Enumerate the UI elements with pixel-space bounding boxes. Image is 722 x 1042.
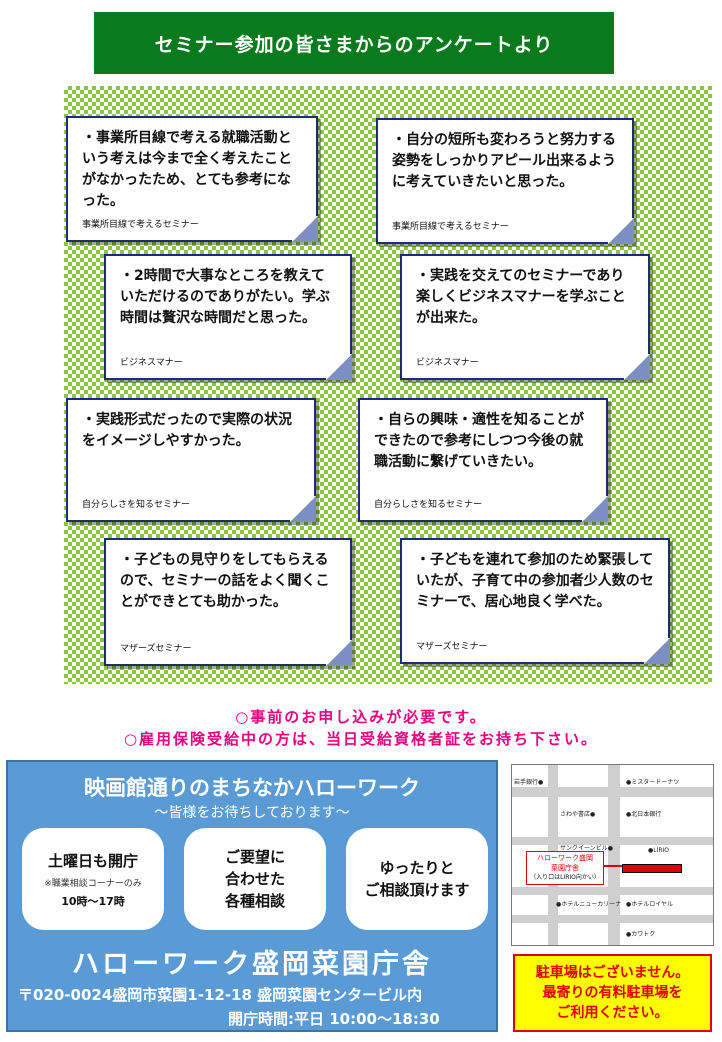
map-label: ●LIRIO [648,847,670,854]
office-hours: 開庁時間:平日 10:00～18:30 [228,1010,440,1028]
feature-relaxed: ゆったりと ご相談頂けます [346,828,488,930]
map-pointer-arrow [604,865,622,867]
survey-note: ・子どもの見守りをしてもらえるので、セミナーの話をよく聞くことができとても助かっ… [104,538,352,666]
panel-subtitle: ～皆様をお待ちしております～ [154,805,350,821]
feature-relaxed-line1: ゆったりと [379,859,455,877]
map-label: 岩手銀行● [514,779,544,786]
callout-line2: 菜園庁舎 [551,864,579,872]
page-curl-icon [624,354,650,380]
note-caption: マザーズセミナー [416,642,488,652]
map-label: ●北日本銀行 [626,811,662,818]
note-caption: ビジネスマナー [120,358,183,368]
note-text: ・実践を交えてのセミナーであり楽しくビジネスマナーを学ぶことが出来た。 [416,268,626,326]
parking-line1: 駐車場はございません。 [535,965,690,981]
survey-note: ・子どもを連れて参加のため緊張していたが、子育て中の参加者少人数のセミナーで、居… [400,538,670,664]
note-caption: 自分らしさを知るセミナー [82,500,191,510]
page-curl-icon [290,496,316,522]
note-caption: 自分らしさを知るセミナー [374,500,483,510]
info-panel: 映画館通りのまちなかハローワーク ～皆様をお待ちしております～ 土曜日も開庁 ※… [6,760,498,1032]
note-text: ・子どもの見守りをしてもらえるので、セミナーの話をよく聞くことができとても助かっ… [120,552,330,610]
survey-note: ・自分の短所も変わろうと努力する姿勢をしっかりアピール出来るように考えていきたい… [376,118,634,244]
survey-note: ・事業所目線で考える就職活動という考えは今まで全く考えたことがなかったため、とて… [66,116,318,242]
feature-consultation: ご要望に 合わせた 各種相談 [184,828,326,930]
map-office-marker [622,864,682,873]
callout-line3: （入り口はLIRIO向かい） [530,874,600,881]
callout-line1: ハローワーク盛岡 [537,854,593,862]
note-text: ・自らの興味・適性を知ることができたので参考にしつつ今後の就職活動に繋げていきた… [374,412,584,470]
note-caption: 事業所目線で考えるセミナー [82,220,199,230]
map-road [608,765,620,945]
page-curl-icon [644,638,670,664]
map-label: ●ホテルロイヤル [626,901,674,908]
parking-notice: 駐車場はございません。 最寄りの有料駐車場を ご利用ください。 [513,954,712,1032]
map-office-callout: ハローワーク盛岡 菜園庁舎 （入り口はLIRIO向かい） [526,851,604,885]
feature-saturday: 土曜日も開庁 ※職業相談コーナーのみ 10時～17時 [22,828,164,930]
map-label: ●ミスタードーナツ [626,779,680,786]
office-address: 〒020-0024盛岡市菜園1-12-18 盛岡菜園センタービル内 [18,986,423,1004]
parking-line3: ご利用ください。 [556,1005,669,1021]
note-text: ・自分の短所も変わろうと努力する姿勢をしっかりアピール出来るように考えていきたい… [392,132,616,190]
note-text: ・事業所目線で考える就職活動という考えは今まで全く考えたことがなかったため、とて… [82,130,292,209]
parking-line2: 最寄りの有料駐車場を [542,985,683,1001]
map-label: サンクイーンビル● [560,845,613,852]
note-caption: 事業所目線で考えるセミナー [392,222,509,232]
note-text: ・2時間で大事なところを教えていただけるのでありがたい。学ぶ時間は贅沢な時間だと… [120,268,330,326]
note-caption: マザーズセミナー [120,644,192,654]
note-text: ・子どもを連れて参加のため緊張していたが、子育て中の参加者少人数のセミナーで、居… [416,552,654,610]
survey-note: ・自らの興味・適性を知ることができたので参考にしつつ今後の就職活動に繋げていきた… [358,398,608,522]
survey-note: ・実践を交えてのセミナーであり楽しくビジネスマナーを学ぶことが出来た。 ビジネス… [400,254,650,380]
panel-title: 映画館通りのまちなかハローワーク [84,776,420,800]
feature-saturday-hours: 10時～17時 [61,894,125,908]
feature-consultation-line2: 合わせた [224,870,285,888]
survey-note: ・2時間で大事なところを教えていただけるのでありがたい。学ぶ時間は贅沢な時間だと… [104,254,352,380]
note-text: ・実践形式だったので実際の状況をイメージしやすかった。 [82,412,292,449]
feature-saturday-note: ※職業相談コーナーのみ [44,878,142,889]
page-curl-icon [582,496,608,522]
notice-insurance-certificate: ○雇用保険受給中の方は、当日受給資格者証をお持ち下さい。 [123,730,599,748]
map-label: ●カワトク [626,931,656,938]
feature-relaxed-line2: ご相談頂けます [364,881,470,899]
feature-saturday-title: 土曜日も開庁 [47,851,138,870]
feature-consultation-line1: ご要望に [224,848,285,866]
map-label: ●ホテルニューカリーナ [556,901,622,908]
page-title: セミナー参加の皆さまからのアンケートより [94,12,614,74]
map-label: さわや書店● [560,811,596,818]
survey-note: ・実践形式だったので実際の状況をイメージしやすかった。 自分らしさを知るセミナー [66,398,316,522]
office-name: ハローワーク盛岡菜園庁舎 [72,949,432,980]
notice-application-required: ○事前のお申し込みが必要です。 [235,708,487,726]
page-curl-icon [326,640,352,666]
feature-consultation-line3: 各種相談 [224,892,285,910]
note-caption: ビジネスマナー [416,358,479,368]
page-curl-icon [292,216,318,242]
location-map: 岩手銀行● ●ミスタードーナツ さわや書店● ●北日本銀行 サンクイーンビル● … [511,764,714,946]
page-curl-icon [608,218,634,244]
page-curl-icon [326,354,352,380]
